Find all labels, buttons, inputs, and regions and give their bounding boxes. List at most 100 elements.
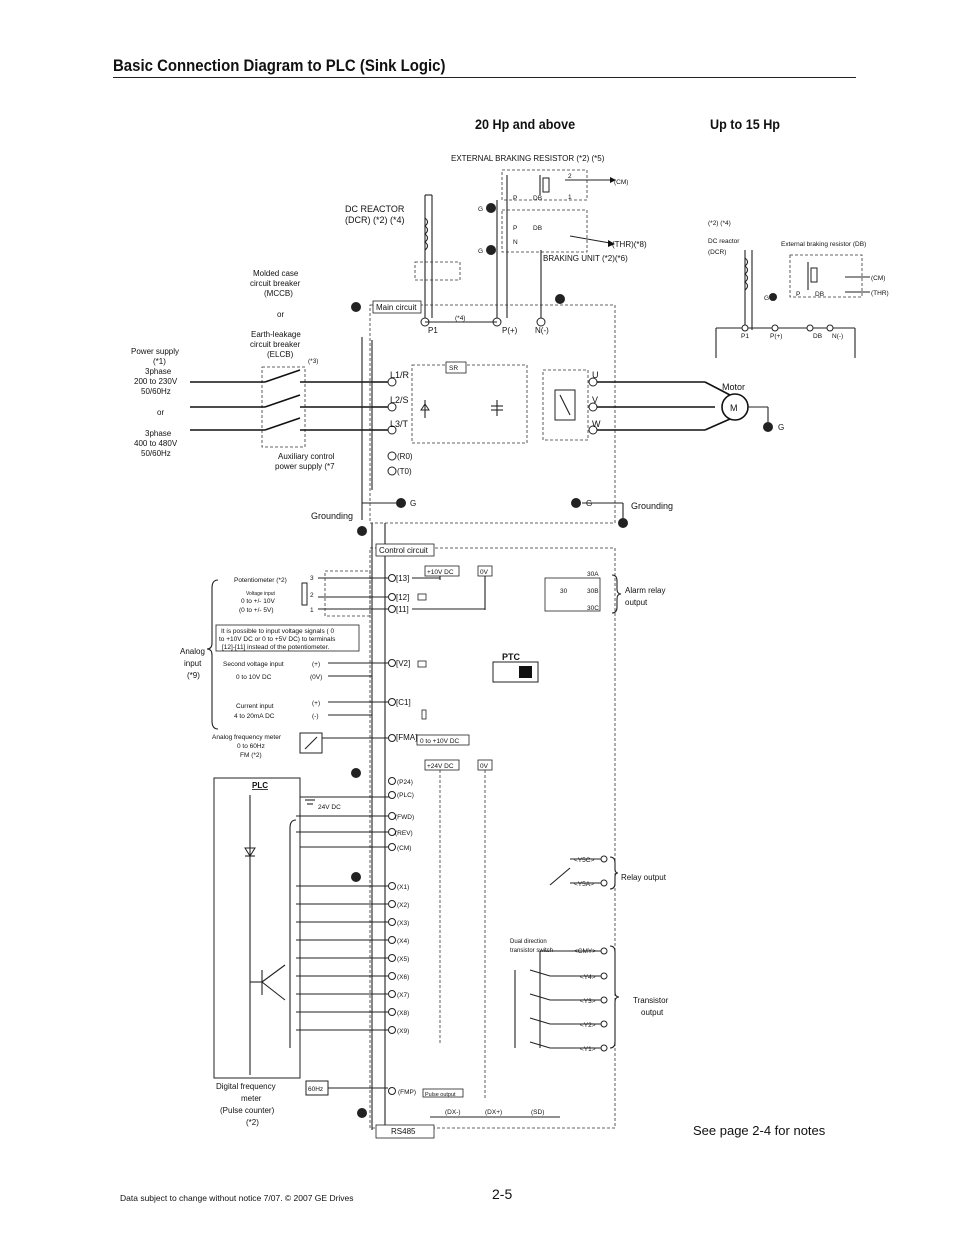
motor-g-label: G <box>778 423 784 432</box>
mccb-label3: (MCCB) <box>264 289 293 298</box>
plc-box <box>213 777 301 1079</box>
grounding-label: Grounding <box>311 511 353 521</box>
page-title: Basic Connection Diagram to PLC (Sink Lo… <box>113 56 446 75</box>
n1b-label: 1 <box>310 607 314 614</box>
ps-label1: Power supply <box>131 347 179 356</box>
pot-label1: Potentiometer (*2) <box>234 577 287 584</box>
see-notes: See page 2-4 for notes <box>693 1123 826 1138</box>
motor-m-label: M <box>730 403 738 413</box>
fwd-label: (FWD) <box>395 814 414 821</box>
analog-label2: input <box>184 659 202 668</box>
afm-label3: FM (*2) <box>240 752 262 759</box>
r-dcr-label2: (DCR) <box>708 249 726 256</box>
y5a-label: <Y5A> <box>574 881 594 888</box>
ps-label7: 400 to 480V <box>134 439 178 448</box>
braking-unit-box <box>501 209 588 253</box>
ground-icon <box>618 518 628 528</box>
ps-label3: 3phase <box>145 367 172 376</box>
x9-label: (X9) <box>397 1028 409 1035</box>
r-db2-label: DB <box>815 291 824 298</box>
p10v-label: +10V DC <box>427 569 454 576</box>
l1-label: L1/R <box>390 370 410 380</box>
header-15hp: Up to 15 Hp <box>710 116 781 132</box>
v-label: V <box>592 395 598 405</box>
alarm-label1: Alarm relay <box>625 586 665 595</box>
control-circuit-label: Control circuit <box>379 546 429 555</box>
motor-label: Motor <box>722 382 745 392</box>
cur-label1: Current input <box>236 703 274 710</box>
pot-label4: (0 to +/- 5V) <box>239 607 274 614</box>
aux-label1: Auxiliary control <box>278 452 335 461</box>
main-circuit-label: Main circuit <box>376 303 417 312</box>
t13-label: [13] <box>396 574 409 583</box>
ground-icon <box>555 294 565 304</box>
r-dcr-label1: DC reactor <box>708 238 740 245</box>
t12-label: [12] <box>396 593 409 602</box>
ground-icon <box>769 293 777 301</box>
star3-label: (*3) <box>308 358 318 365</box>
ground-icon <box>357 526 367 536</box>
zv-label: (0V) <box>310 674 322 681</box>
r-p-label: P <box>796 291 800 298</box>
n2b-label: 2 <box>310 592 314 599</box>
or-label: or <box>277 310 284 319</box>
dc-reactor-label: DC REACTOR <box>345 204 405 214</box>
w-label: W <box>592 419 601 429</box>
box-label1: It is possible to input voltage signals … <box>221 628 334 635</box>
dfm-label2: meter <box>241 1094 262 1103</box>
ground-icon <box>351 872 361 882</box>
relay-out-label: Relay output <box>621 873 667 882</box>
dfm-label4: (*2) <box>246 1118 259 1127</box>
c1-label: [C1] <box>396 698 411 707</box>
g-label: G <box>478 248 483 255</box>
cm-label: (CM) <box>397 845 411 852</box>
g-label: G <box>410 499 416 508</box>
afm-label1: Analog frequency meter <box>212 734 282 741</box>
ground-icon <box>357 1108 367 1118</box>
elcb-label3: (ELCB) <box>267 350 294 359</box>
afm-label2: 0 to 60Hz <box>237 743 265 750</box>
page-number: 2-5 <box>492 1186 513 1202</box>
grounding-label2: Grounding <box>631 501 673 511</box>
box-label3: [12]-[11] instead of the potentiometer. <box>222 644 329 651</box>
alarm-label2: output <box>625 598 648 607</box>
plus2-label: (+) <box>312 700 320 707</box>
t30a-label: 30A <box>587 571 599 578</box>
y5c-label: <Y5C> <box>574 857 594 864</box>
cm-top-label: (CM) <box>614 179 628 186</box>
zero-v-label: 0V <box>480 569 489 576</box>
ps-label2: (*1) <box>153 357 166 366</box>
analog-label1: Analog <box>180 647 205 656</box>
rs485-box <box>375 1124 435 1139</box>
analog-meter-icon <box>299 732 323 754</box>
r0-label: (R0) <box>397 452 413 461</box>
p1-label: P1 <box>428 326 438 335</box>
n1-label: 1 <box>568 194 572 201</box>
r-thr-label: (THR) <box>871 290 889 297</box>
ps-label5: 50/60Hz <box>141 387 171 396</box>
y1-label: <Y1> <box>580 1046 596 1053</box>
dc-reactor-label2: (DCR) (*2) (*4) <box>345 215 405 225</box>
sec-label2: 0 to 10V DC <box>236 674 272 681</box>
pot-label3: 0 to +/- 10V <box>241 598 275 605</box>
r-pplus-label: P(+) <box>770 333 782 340</box>
pplus-label: P(+) <box>502 326 518 335</box>
dfm-label1: Digital frequency <box>216 1082 276 1091</box>
diode-icon <box>244 847 256 857</box>
dual-label1: Dual direction <box>510 939 547 945</box>
x1-label: (X1) <box>397 884 409 891</box>
y3-label: <Y3> <box>580 998 596 1005</box>
sec-label1: Second voltage input <box>223 661 284 668</box>
rev-label: (REV) <box>395 830 413 837</box>
x6-label: (X6) <box>397 974 409 981</box>
footer-text: Data subject to change without notice 7/… <box>120 1193 354 1203</box>
ground-icon <box>396 498 406 508</box>
sd-label: (SD) <box>531 1109 544 1116</box>
title-rule <box>113 77 856 78</box>
ground-icon <box>486 203 496 213</box>
rs485-label: RS485 <box>391 1127 416 1136</box>
fmp-label: (FMP) <box>398 1089 416 1096</box>
l2-label: L2/S <box>390 395 409 405</box>
ground-icon <box>351 302 361 312</box>
